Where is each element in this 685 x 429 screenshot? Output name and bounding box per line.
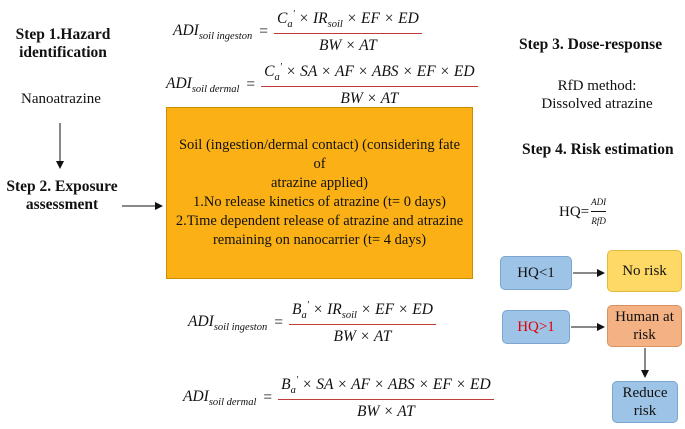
equation-adi-soil-dermal-c: ADIsoil dermal = Ca′ × SA × AF × ABS × E… <box>166 62 478 108</box>
hq-numerator: ADI <box>591 197 607 207</box>
equation-adi-soil-ingestion-c: ADIsoil ingeston = Ca′ × IRsoil × EF × E… <box>173 9 422 55</box>
human-at-risk-box: Human at risk <box>607 305 682 347</box>
hq-denominator: RfD <box>591 216 606 226</box>
step1-title: Step 1.Hazard identification <box>15 26 111 61</box>
equation-adi-soil-dermal-b: ADIsoil dermal = Ba′ × SA × AF × ABS × E… <box>183 375 494 421</box>
step2-title: Step 2. Exposure assessment <box>6 178 118 213</box>
step3-method: RfD method: Dissolved atrazine <box>541 78 653 112</box>
equation-adi-soil-ingestion-b: ADIsoil ingeston = Ba′ × IRsoil × EF × E… <box>188 300 436 346</box>
hq-greater-than-1-box: HQ>1 <box>502 310 570 344</box>
hq-fraction: ADI RfD <box>591 193 607 230</box>
step3-title: Step 3. Dose-response <box>519 36 663 53</box>
exposure-scenario-box: Soil (ingestion/dermal contact) (conside… <box>166 107 473 279</box>
step4-title: Step 4. Risk estimation <box>522 141 674 158</box>
hq-label: HQ= <box>559 203 590 220</box>
reduce-risk-box: Reduce risk <box>612 381 678 423</box>
step1-item-nanoatrazine: Nanoatrazine <box>21 91 101 107</box>
hq-less-than-1-box: HQ<1 <box>500 256 572 290</box>
no-risk-box: No risk <box>607 250 682 292</box>
hq-formula: HQ= ADI RfD <box>559 193 607 230</box>
